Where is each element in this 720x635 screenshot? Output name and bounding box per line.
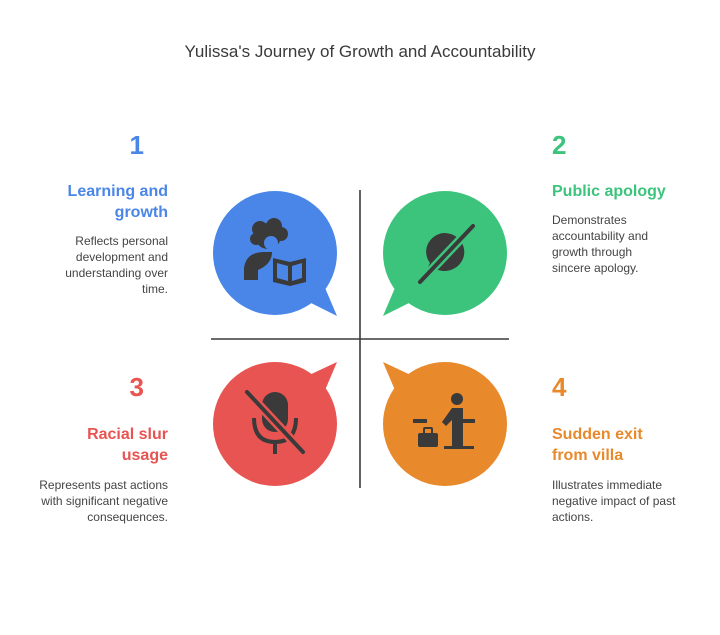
number-3: 3 [129,372,144,402]
student-reading-icon [244,218,306,286]
heading-sudden-exit-from-villa: Sudden exit from villa [552,426,643,464]
number-2: 2 [552,130,567,160]
bubble-public-apology [383,191,507,316]
bubble-learning-and-growth [213,191,337,316]
heading-racial-slur-usage: Racial slur usage [87,426,168,464]
departure-suitcase-icon [413,393,475,449]
description-public-apology: Demonstrates accountability and growth t… [552,213,649,275]
heading-learning-and-growth: Learning and growth [67,183,168,221]
bubble-sudden-exit-from-villa [383,362,507,486]
description-learning-and-growth: Reflects personal development and unders… [65,234,168,296]
microphone-off-icon [242,387,308,457]
number-4: 4 [552,372,567,402]
speech-bubble-off-icon [415,221,478,287]
number-1: 1 [129,130,144,160]
description-racial-slur-usage: Represents past actions with significant… [39,478,168,524]
description-sudden-exit-from-villa: Illustrates immediate negative impact of… [552,478,676,524]
heading-public-apology: Public apology [552,183,666,200]
bubble-racial-slur-usage [213,362,337,486]
diagram-title: Yulissa's Journey of Growth and Accounta… [184,42,536,61]
